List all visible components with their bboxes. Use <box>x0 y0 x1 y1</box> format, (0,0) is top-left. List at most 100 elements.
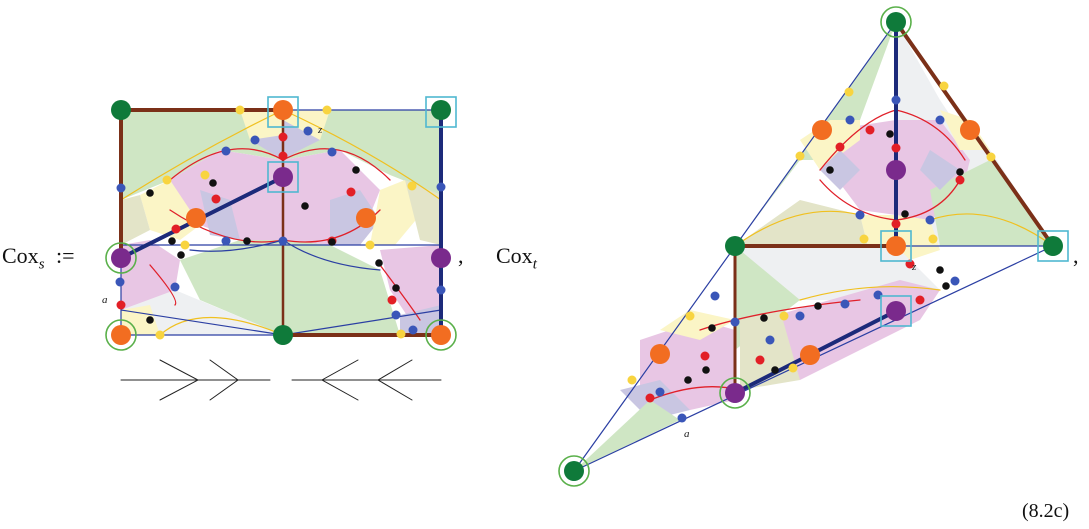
cox-s-definition: Coxs := <box>2 243 75 273</box>
box-purple-center <box>267 161 299 193</box>
region-yellow-corner <box>121 305 160 335</box>
cox-t-markers <box>558 6 1069 487</box>
edge-yellow-bottom <box>159 316 284 336</box>
ring-orange-bottom-right <box>425 319 457 351</box>
dot-red-7 <box>387 295 397 305</box>
dot-yellow-0 <box>844 87 854 97</box>
region-yellow-lower-left <box>660 310 735 340</box>
vertex-green-top <box>886 12 906 32</box>
dot-blue-0 <box>116 183 126 193</box>
edge-blue-diag-bottom <box>120 309 284 336</box>
dot-black-5 <box>352 166 360 174</box>
dot-black-9 <box>146 316 154 324</box>
vertex-purple-bottom <box>725 383 745 403</box>
dot-yellow-8 <box>779 311 789 321</box>
dot-blue-5 <box>436 182 446 192</box>
vertex-orange-top <box>273 100 293 120</box>
dot-black-6 <box>814 302 822 310</box>
dot-yellow-6 <box>407 181 417 191</box>
dot-blue-11 <box>391 310 401 320</box>
edge-yellow-right <box>929 213 1054 247</box>
arrow-head-left-1 <box>159 359 200 401</box>
dot-blue-0 <box>891 95 901 105</box>
dot-yellow-1 <box>322 105 332 115</box>
vertex-orange-lower <box>800 345 820 365</box>
dot-red-9 <box>915 295 925 305</box>
arrow-head-right-1 <box>320 359 359 401</box>
cox-s-subscript: s <box>38 256 45 273</box>
dot-black-10 <box>168 237 176 245</box>
box-orange-center <box>880 230 912 262</box>
cox-s-vertices <box>111 100 451 345</box>
region-lavender-upper-right <box>920 150 960 190</box>
dot-black-9 <box>702 366 710 374</box>
cox-s-markers <box>105 96 457 351</box>
cox-t-definition: Coxt <box>496 243 537 273</box>
dot-blue-2 <box>250 135 260 145</box>
region-olive-center <box>735 200 870 255</box>
assign-symbol: := <box>56 243 75 268</box>
arrow-head-left-2 <box>209 359 239 401</box>
dot-blue-4 <box>925 215 935 225</box>
box-green-top-right <box>425 96 457 128</box>
equation-number: (8.2c) <box>1022 500 1070 522</box>
vertex-orange-right <box>356 208 376 228</box>
dot-blue-10 <box>950 276 960 286</box>
dot-black-1 <box>956 168 964 176</box>
dot-blue-4 <box>327 147 337 157</box>
vertex-green-top-left <box>111 100 131 120</box>
region-lavender-upper <box>820 150 860 190</box>
vertex-green-bottom <box>564 461 584 481</box>
dot-red-1 <box>278 151 288 161</box>
dot-red-5 <box>700 351 710 361</box>
dot-red-3 <box>955 175 965 185</box>
region-lavender-center-right <box>330 190 380 245</box>
vertex-purple-left <box>111 248 131 268</box>
dot-black-11 <box>771 366 779 374</box>
ring-purple-left <box>105 242 137 274</box>
dot-black-2 <box>177 251 185 259</box>
dot-black-6 <box>328 238 336 246</box>
edge-yellow-right <box>282 109 442 201</box>
dot-blue-8 <box>840 299 850 309</box>
edge-red-lower-right <box>379 264 421 321</box>
cox-s-label-z: z <box>317 124 323 136</box>
dot-blue-6 <box>436 285 446 295</box>
vertex-green-right <box>1043 236 1063 256</box>
box-green-right <box>1037 230 1069 262</box>
region-green-bottom-tip <box>574 400 680 471</box>
vertex-green-top-right <box>431 100 451 120</box>
region-green-top-left <box>121 110 283 200</box>
dot-yellow-3 <box>986 152 996 162</box>
box-orange-top <box>267 96 299 128</box>
vertex-orange-upper-right <box>960 120 980 140</box>
region-gray-bottom-left <box>121 290 283 335</box>
dot-blue-12 <box>408 325 418 335</box>
cox-t-vertices <box>564 12 1063 481</box>
dot-blue-7 <box>795 311 805 321</box>
ring-orange-bottom-left <box>105 319 137 351</box>
dot-red-0 <box>891 143 901 153</box>
comma-1: , <box>458 243 464 268</box>
dot-black-7 <box>760 314 768 322</box>
dot-blue-10 <box>170 282 180 292</box>
vertex-green-bottom <box>273 325 293 345</box>
dot-blue-1 <box>845 115 855 125</box>
vertex-orange-bottom-left <box>111 325 131 345</box>
dot-yellow-8 <box>155 330 165 340</box>
dot-blue-3 <box>855 210 865 220</box>
region-yellow-right <box>370 180 420 245</box>
cox-s-gluing-arrows <box>120 359 442 401</box>
dot-blue-7 <box>221 236 231 246</box>
vertex-purple-lower <box>886 301 906 321</box>
dot-blue-13 <box>677 413 687 423</box>
dot-yellow-4 <box>859 234 869 244</box>
dot-blue-1 <box>221 146 231 156</box>
vertex-purple-center <box>273 167 293 187</box>
dot-blue-3 <box>303 126 313 136</box>
dot-red-0 <box>278 132 288 142</box>
region-lavender-lower-left <box>620 380 690 420</box>
